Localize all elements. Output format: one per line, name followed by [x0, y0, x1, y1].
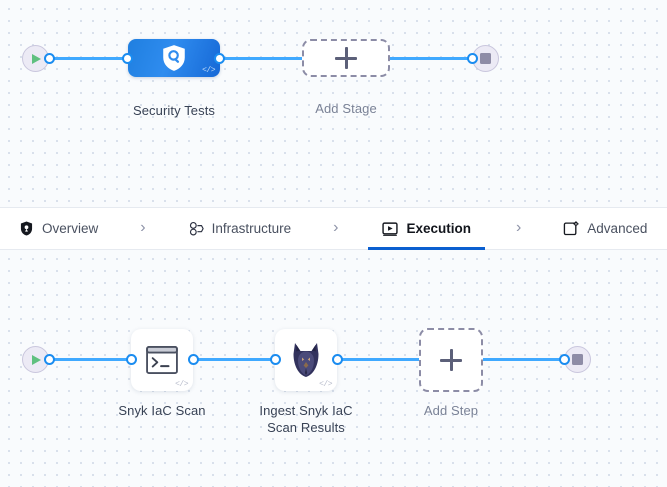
stage-label-security-tests: Security Tests	[132, 103, 216, 118]
tab-label: Execution	[406, 221, 471, 236]
step-node-ingest-snyk-results[interactable]: </>	[275, 329, 337, 391]
tab-separator-3: ›	[515, 218, 522, 236]
stage-output-port[interactable]	[214, 53, 225, 64]
step-label-ingest-snyk-results: Ingest Snyk IaC Scan Results	[231, 402, 381, 436]
shield-search-icon	[163, 45, 185, 71]
section-tabs[interactable]: Overview › Infrastructure ›	[0, 207, 667, 250]
code-badge: </>	[175, 380, 188, 389]
code-badge: </>	[319, 380, 332, 389]
play-icon	[32, 53, 41, 64]
end-input-port[interactable]	[467, 53, 478, 64]
step-label-snyk-iac-scan: Snyk IaC Scan	[118, 403, 206, 418]
add-stage-button[interactable]	[302, 39, 390, 77]
shield-icon	[18, 221, 34, 237]
pipeline-end-node[interactable]	[472, 45, 499, 72]
start-output-port[interactable]	[44, 53, 55, 64]
step-input-port[interactable]	[126, 354, 137, 365]
stage-input-port[interactable]	[122, 53, 133, 64]
advanced-gear-box-icon	[563, 220, 580, 237]
tab-overview[interactable]: Overview	[16, 207, 100, 250]
start-output-port[interactable]	[44, 354, 55, 365]
add-stage-label: Add Stage	[315, 101, 377, 116]
add-step-label: Add Step	[423, 403, 479, 418]
tab-label: Overview	[42, 221, 99, 236]
connector-line	[45, 358, 140, 361]
step-input-port[interactable]	[270, 354, 281, 365]
step-label-line-2: Scan Results	[267, 420, 345, 435]
step-label-line-1: Ingest Snyk IaC	[259, 403, 353, 418]
play-box-icon	[382, 221, 399, 237]
plus-icon	[335, 47, 357, 69]
add-step-button[interactable]	[419, 328, 483, 392]
step-node-snyk-iac-scan[interactable]: </>	[131, 329, 193, 391]
stop-icon	[480, 53, 491, 64]
tab-execution[interactable]: Execution	[368, 207, 485, 250]
tab-infrastructure[interactable]: Infrastructure	[186, 207, 294, 250]
code-badge: </>	[202, 66, 215, 75]
step-output-port[interactable]	[332, 354, 343, 365]
execution-canvas[interactable]: </> Snyk IaC Scan </> Ingest Snyk IaC Sc…	[0, 250, 667, 487]
tab-separator-1: ›	[140, 218, 146, 236]
stage-node-security-tests[interactable]: </>	[128, 39, 220, 77]
tab-separator-2: ›	[333, 218, 339, 236]
step-output-port[interactable]	[188, 354, 199, 365]
tab-label: Advanced	[587, 221, 648, 236]
connector-line	[190, 358, 285, 361]
plus-icon	[440, 349, 462, 371]
tab-label: Infrastructure	[211, 221, 292, 236]
snyk-dog-icon	[293, 343, 319, 377]
tab-advanced[interactable]: Advanced	[561, 207, 649, 250]
stage-canvas[interactable]: </> Security Tests Add Stage	[0, 0, 667, 207]
terminal-icon	[146, 346, 178, 374]
connector-line	[45, 57, 140, 60]
play-icon	[32, 354, 41, 365]
infrastructure-nodes-icon	[188, 221, 204, 237]
end-input-port[interactable]	[559, 354, 570, 365]
stop-icon	[572, 354, 583, 365]
